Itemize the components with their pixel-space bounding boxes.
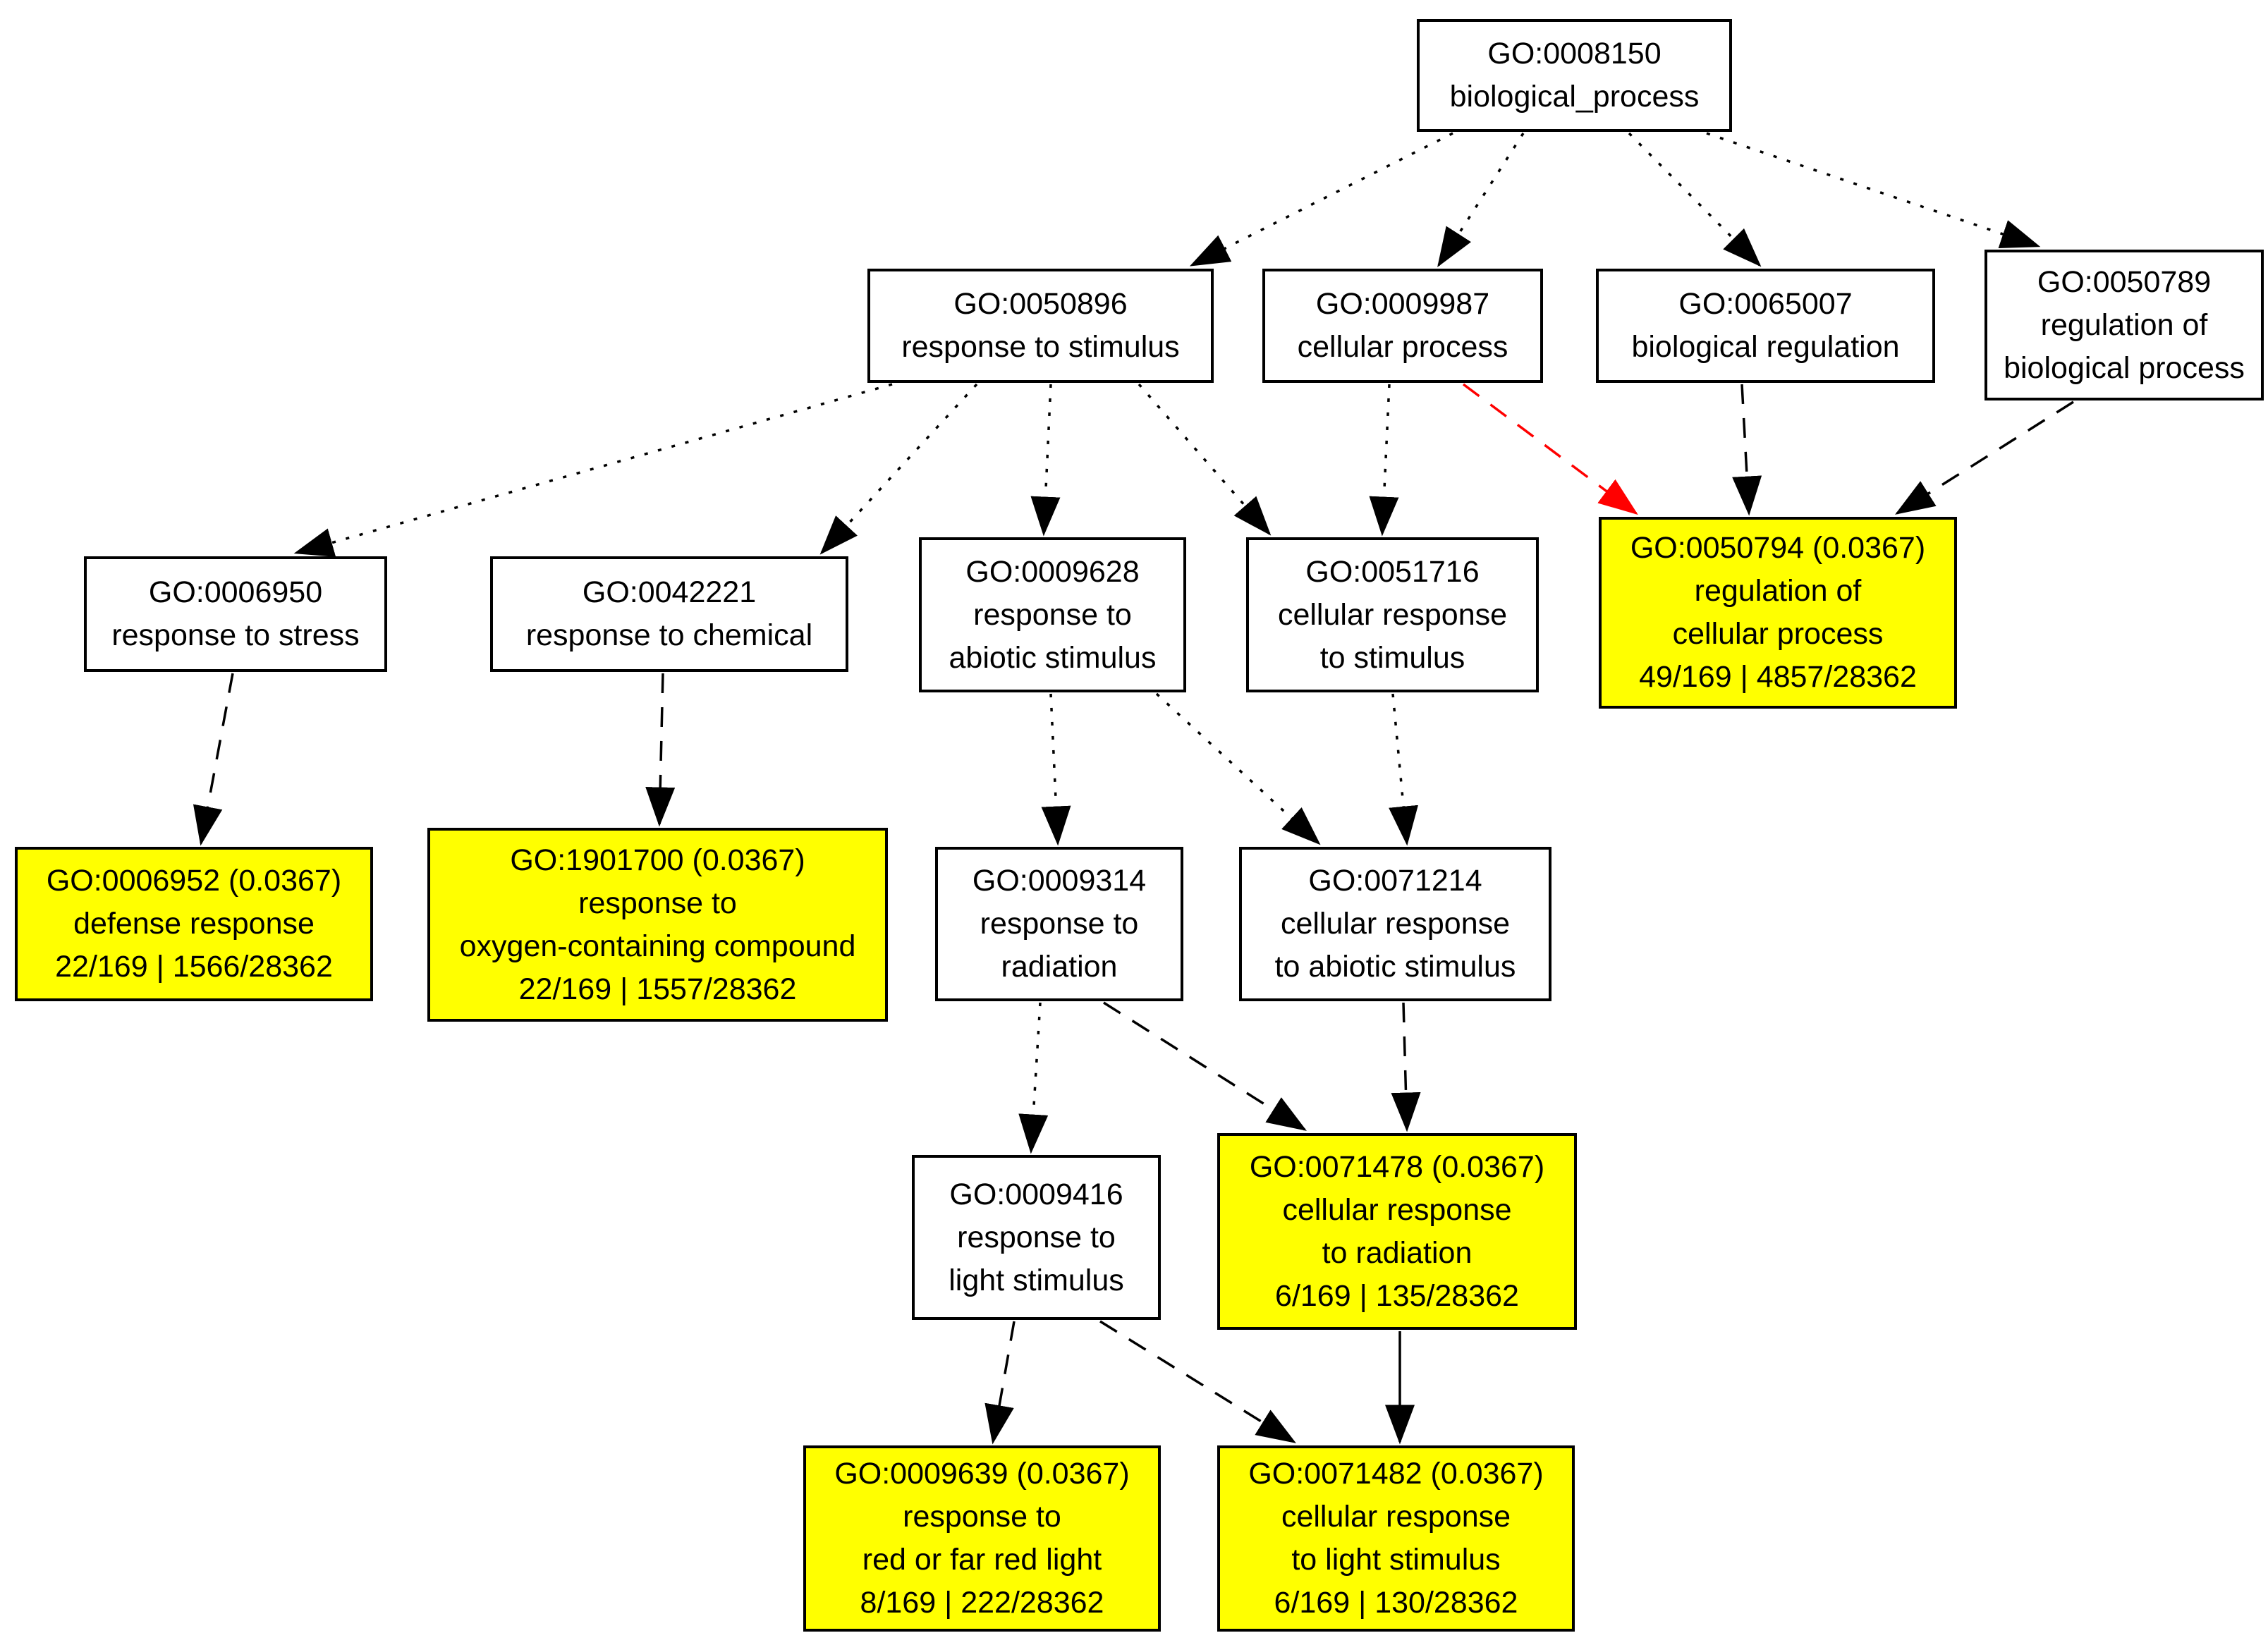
edge-GO-0050896-to-GO-0042221	[819, 383, 978, 555]
edge-GO-0008150-to-GO-0050789	[1706, 132, 2041, 248]
go-node-GO-0050896: GO:0050896 response to stimulus	[867, 269, 1214, 383]
go-node-GO-0006952: GO:0006952 (0.0367) defense response 22/16…	[15, 847, 373, 1001]
go-node-GO-0009628: GO:0009628 response to abiotic stimulus	[919, 537, 1186, 692]
node-text-line: to radiation	[1322, 1235, 1473, 1270]
node-text-line: cellular response	[1282, 1192, 1512, 1227]
edge-GO-0008150-to-GO-0009987	[1437, 133, 1525, 267]
node-text-line: GO:0050896	[953, 287, 1128, 321]
node-text-line: GO:0071478 (0.0367)	[1249, 1149, 1545, 1184]
edge-GO-0009628-to-GO-0009314	[1041, 693, 1071, 846]
node-text-line: GO:0009314	[972, 864, 1147, 898]
edge-GO-0008150-to-GO-0065007	[1628, 132, 1762, 267]
node-text-line: response to	[578, 886, 737, 920]
node-text-line: GO:0042221	[582, 575, 757, 609]
node-text-line: cellular response	[1281, 1500, 1511, 1534]
node-text-line: 6/169 | 130/28362	[1274, 1586, 1518, 1620]
edge-GO-0006950-to-GO-0006952	[193, 673, 234, 846]
go-node-GO-0006950: GO:0006950 response to stress	[84, 556, 387, 672]
edge-GO-0009314-to-GO-0071478	[1103, 1001, 1307, 1131]
node-text-line: response to	[973, 597, 1132, 632]
node-text-line: cellular response	[1280, 907, 1511, 941]
node-text-line: oxygen-containing compound	[459, 929, 856, 963]
node-text-line: 6/169 | 135/28362	[1275, 1278, 1519, 1313]
node-text-line: GO:0006950	[148, 575, 323, 609]
node-text-line: light stimulus	[949, 1263, 1124, 1297]
node-text-line: biological_process	[1449, 80, 1700, 114]
node-text-line: 22/169 | 1557/28362	[518, 972, 797, 1006]
node-text-line: response to stress	[111, 618, 360, 652]
go-node-GO-0050789: GO:0050789 regulation of biological proces…	[1984, 250, 2264, 400]
node-text-line: GO:0051716	[1305, 554, 1480, 589]
edge-GO-0009628-to-GO-0071214	[1155, 692, 1321, 845]
go-node-GO-0051716: GO:0051716 cellular response to stimulus	[1246, 537, 1539, 692]
edge-GO-0050896-to-GO-0009628	[1030, 384, 1061, 537]
edge-GO-0071214-to-GO-0071478	[1391, 1002, 1421, 1132]
node-text-line: GO:0071214	[1308, 864, 1482, 898]
edge-GO-0008150-to-GO-0050896	[1189, 132, 1453, 267]
node-text-line: GO:0065007	[1678, 287, 1853, 321]
node-text-line: regulation of	[2040, 307, 2208, 342]
go-node-GO-0065007: GO:0065007 biological regulation	[1596, 269, 1935, 383]
node-text-line: defense response	[73, 907, 315, 941]
node-text-line: response to chemical	[525, 618, 813, 652]
node-text-line: GO:0008150	[1487, 37, 1662, 71]
go-node-GO-0050794: GO:0050794 (0.0367) regulation of cellular…	[1599, 517, 1957, 709]
go-node-GO-0009314: GO:0009314 response to radiation	[935, 847, 1183, 1001]
node-text-line: 22/169 | 1566/28362	[55, 950, 333, 984]
node-text-line: GO:0009628	[965, 554, 1140, 589]
go-node-GO-0071478: GO:0071478 (0.0367) cellular response to r…	[1217, 1133, 1577, 1330]
edge-GO-0042221-to-GO-1901700	[645, 673, 676, 827]
node-text-line: GO:0071482 (0.0367)	[1248, 1457, 1544, 1491]
edge-GO-0065007-to-GO-0050794	[1732, 384, 1762, 516]
node-text-line: biological process	[2004, 350, 2245, 385]
node-text-line: cellular process	[1672, 617, 1884, 651]
node-text-line: GO:0006952 (0.0367)	[46, 864, 342, 898]
go-node-GO-0009987: GO:0009987 cellular process	[1262, 269, 1543, 383]
node-text-line: 49/169 | 4857/28362	[1639, 660, 1917, 694]
node-text-line: GO:0050794 (0.0367)	[1630, 531, 1926, 565]
edge-GO-0050896-to-GO-0051716	[1138, 383, 1272, 536]
node-text-line: GO:0009416	[949, 1177, 1123, 1211]
go-node-GO-0071482: GO:0071482 (0.0367) cellular response to l…	[1217, 1445, 1575, 1632]
node-text-line: response to stimulus	[901, 330, 1180, 364]
edge-GO-0009416-to-GO-0009639	[984, 1321, 1016, 1445]
edge-GO-0009987-to-GO-0051716	[1369, 384, 1399, 537]
go-node-GO-0071214: GO:0071214 cellular response to abiotic st…	[1239, 847, 1551, 1001]
edge-GO-0051716-to-GO-0071214	[1389, 693, 1418, 846]
node-text-line: response to	[903, 1500, 1061, 1534]
node-text-line: to light stimulus	[1291, 1543, 1501, 1577]
node-text-line: abiotic stimulus	[949, 640, 1157, 675]
node-text-line: GO:0009639 (0.0367)	[834, 1457, 1130, 1491]
go-node-GO-0042221: GO:0042221 response to chemical	[490, 556, 848, 672]
node-text-line: GO:0050789	[2037, 264, 2212, 299]
edge-GO-0050789-to-GO-0050794	[1895, 400, 2074, 515]
node-text-line: response to	[980, 907, 1139, 941]
node-text-line: red or far red light	[862, 1543, 1102, 1577]
edges-group	[193, 132, 2074, 1445]
node-text-line: biological regulation	[1631, 330, 1900, 364]
node-text-line: response to	[957, 1220, 1116, 1254]
edge-GO-0009987-to-GO-0050794	[1462, 383, 1638, 515]
edge-GO-0009314-to-GO-0009416	[1018, 1002, 1049, 1154]
node-text-line: radiation	[1001, 950, 1118, 984]
node-text-line: to abiotic stimulus	[1274, 950, 1516, 984]
go-node-GO-0009639: GO:0009639 (0.0367) response to red or far…	[803, 1445, 1161, 1632]
node-text-line: GO:1901700 (0.0367)	[510, 843, 805, 877]
go-node-GO-0009416: GO:0009416 response to light stimulus	[912, 1155, 1161, 1320]
go-node-GO-0008150: GO:0008150 biological_process	[1417, 19, 1732, 132]
node-text-line: to stimulus	[1319, 640, 1465, 675]
node-text-line: regulation of	[1694, 574, 1862, 608]
edge-GO-0009416-to-GO-0071482	[1099, 1320, 1296, 1443]
edge-GO-0050896-to-GO-0006950	[293, 383, 893, 557]
node-text-line: cellular process	[1297, 330, 1508, 364]
node-text-line: 8/169 | 222/28362	[860, 1586, 1104, 1620]
node-text-line: cellular response	[1277, 597, 1508, 632]
node-text-line: GO:0009987	[1315, 287, 1490, 321]
go-node-GO-1901700: GO:1901700 (0.0367) response to oxygen-con…	[427, 828, 888, 1022]
